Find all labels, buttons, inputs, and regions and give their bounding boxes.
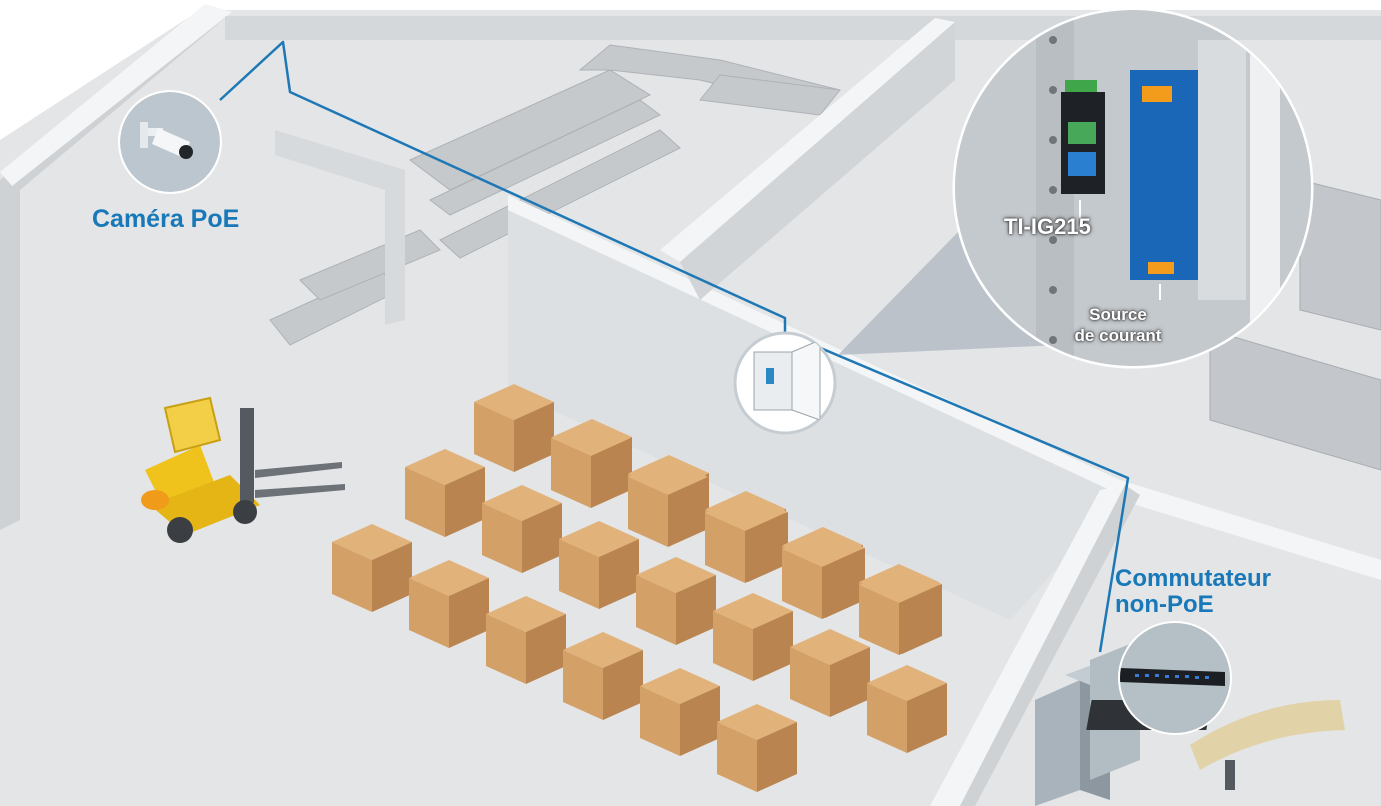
cardboard-box-icon	[790, 629, 870, 717]
poe-camera-icon	[118, 90, 222, 194]
cardboard-box-icon	[551, 420, 631, 508]
power-source-label-line2: de courant	[1074, 326, 1162, 346]
cardboard-box-icon	[332, 524, 412, 612]
injector-model-label: TI-IG215	[1004, 214, 1091, 239]
switch-label-line2: non-PoE	[1115, 591, 1214, 619]
cardboard-box-icon	[713, 593, 793, 681]
zoom-connector	[838, 230, 1060, 355]
cardboard-boxes	[332, 384, 947, 792]
machine-frame	[275, 130, 405, 325]
server-room-wall-front	[930, 485, 1125, 806]
outer-wall-left-top	[0, 4, 232, 186]
cardboard-box-icon	[405, 449, 485, 537]
cardboard-box-icon	[636, 557, 716, 645]
camera-label: Caméra PoE	[92, 205, 240, 233]
conveyor-machinery	[269, 44, 841, 346]
power-supply-device	[1130, 70, 1198, 280]
cardboard-box-icon	[859, 567, 939, 655]
network-switch-icon	[1118, 621, 1232, 735]
enclosure-cabinet-icon	[733, 331, 837, 435]
partition-wall-right	[660, 18, 955, 262]
power-source-label-line1: Source	[1089, 305, 1147, 324]
server-room-wall-front-face	[960, 485, 1140, 806]
cardboard-box-icon	[717, 704, 797, 792]
cardboard-box-icon	[559, 521, 639, 609]
cardboard-box-icon	[474, 384, 554, 472]
right-room-equipment	[1209, 179, 1381, 471]
switch-label: Commutateur non-PoE	[1115, 565, 1272, 619]
network-cable	[219, 40, 1130, 653]
switch-label-line1: Commutateur	[1115, 565, 1272, 592]
cardboard-box-icon	[782, 531, 862, 619]
forklift-icon	[141, 396, 345, 543]
cardboard-box-icon	[705, 495, 785, 583]
zoom-callout	[952, 7, 1314, 369]
power-source-label: Source de courant	[1058, 304, 1178, 347]
cardboard-box-icon	[482, 485, 562, 573]
cardboard-box-icon	[486, 596, 566, 684]
cardboard-box-icon	[640, 668, 720, 756]
cardboard-box-icon	[409, 560, 489, 648]
cardboard-box-icon	[867, 665, 947, 753]
partition-wall-right-face	[680, 22, 955, 300]
cardboard-box-icon	[563, 632, 643, 720]
cardboard-box-icon	[628, 459, 708, 547]
server-room-wall	[1120, 480, 1381, 580]
